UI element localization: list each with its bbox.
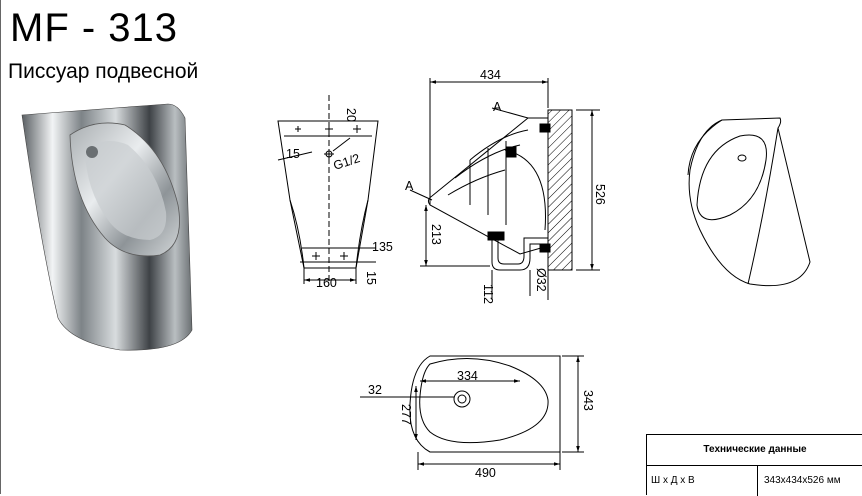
- top-view-drawing: [360, 355, 584, 470]
- side-dim-pipe: Ø32: [534, 268, 548, 292]
- top-dim-bowl: 334: [457, 369, 478, 383]
- top-dim-outlet: 32: [368, 383, 382, 397]
- front-dim-side: 135: [372, 240, 393, 254]
- front-dim-angle: 15: [286, 147, 300, 161]
- front-dim-bottom-offset: 15: [364, 271, 378, 285]
- spec-table-title: Технические данные: [647, 435, 862, 466]
- side-dim-lower: 213: [429, 224, 443, 245]
- product-name: Писсуар подвесной: [8, 60, 199, 83]
- side-view-drawing: [409, 78, 600, 300]
- spec-table: Технические данные Ш х Д х В 343х434х526…: [646, 434, 862, 496]
- top-dim-bowl-depth: 277: [399, 404, 413, 425]
- spec-value: 343х434х526 мм: [764, 475, 841, 486]
- side-dim-height: 526: [593, 184, 607, 205]
- front-dim-top: 20: [344, 108, 358, 122]
- product-photo: [10, 91, 198, 353]
- spec-key: Ш х Д х В: [647, 466, 758, 496]
- page-left-border: [0, 0, 1, 494]
- side-dim-drain-offset: 112: [481, 284, 495, 304]
- front-dim-bottom-width: 160: [316, 276, 337, 290]
- side-label-a-left: A: [405, 179, 414, 193]
- top-dim-total-depth: 343: [581, 390, 595, 411]
- top-dim-width: 490: [475, 466, 496, 480]
- side-label-a-top: A: [493, 100, 502, 114]
- spec-table-row: Ш х Д х В 343х434х526 мм: [647, 466, 862, 496]
- side-dim-depth: 434: [480, 68, 501, 82]
- front-view-drawing: [277, 95, 379, 285]
- front-dim-thread: G1/2: [332, 151, 362, 173]
- model-title: MF - 313: [10, 6, 179, 50]
- isometric-outline-drawing: [687, 117, 811, 287]
